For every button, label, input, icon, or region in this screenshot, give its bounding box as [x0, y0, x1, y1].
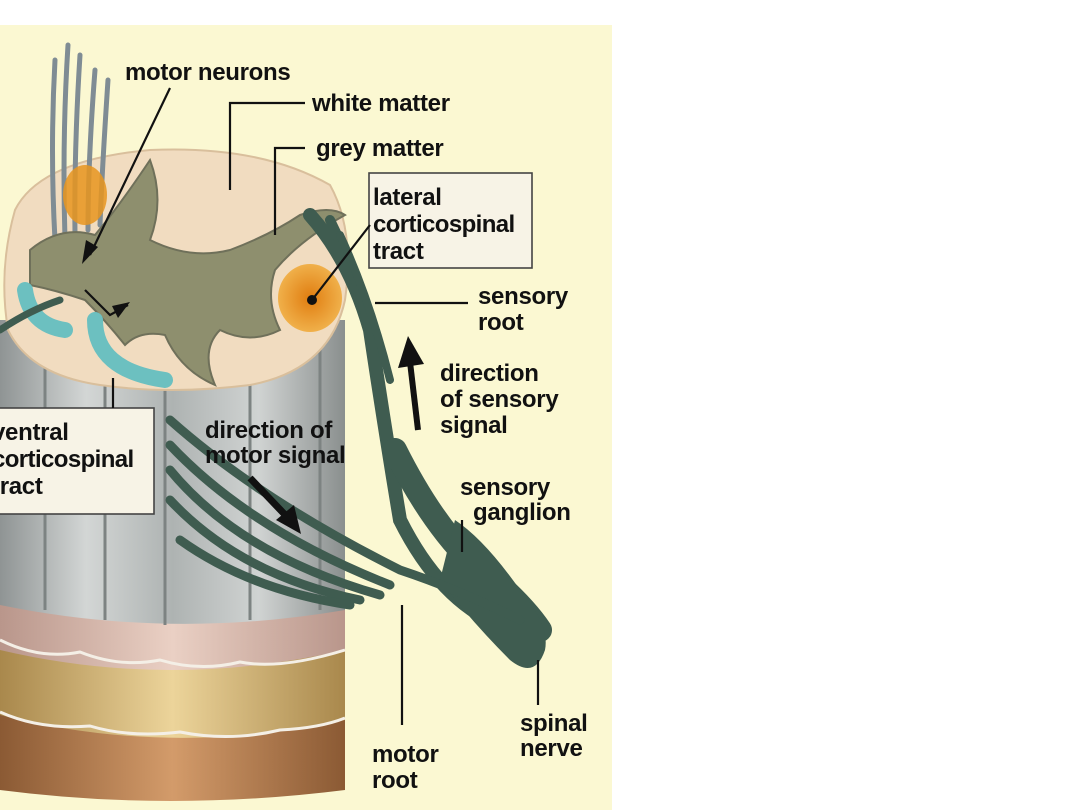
- label-direction-motor-line-1: direction of: [205, 417, 333, 444]
- direction-arrows: [247, 336, 424, 534]
- label-sensory-root-line-1: sensory: [478, 283, 569, 310]
- lateral-tract-label-box: [368, 172, 533, 269]
- label-ventral-tract-line-2: corticospinal: [0, 446, 134, 473]
- label-grey-matter: grey matter: [316, 135, 443, 162]
- motor-signal-arrow-icon: [276, 505, 301, 534]
- nerve-roots: [0, 208, 552, 668]
- label-lateral-tract-line-1: lateral: [373, 184, 442, 211]
- ventral-corticospinal-tract-region: [17, 282, 173, 388]
- leader-lines: [82, 87, 540, 725]
- label-sensory-root-line-2: root: [478, 309, 524, 336]
- label-motor-root-line-2: root: [372, 767, 418, 794]
- orange-motor-region: [63, 165, 107, 225]
- label-direction-sensory-line-1: direction: [440, 360, 539, 387]
- label-ventral-tract-line-3: tract: [0, 473, 43, 500]
- label-motor-neurons: motor neurons: [125, 59, 290, 86]
- label-motor-root-line-1: motor: [372, 741, 439, 768]
- label-lateral-tract-line-3: tract: [373, 238, 424, 265]
- label-spinal-nerve-line-2: nerve: [520, 735, 583, 762]
- ventral-tract-label-box: [0, 407, 155, 515]
- label-sensory-ganglion-line-1: sensory: [460, 474, 551, 501]
- label-direction-motor-line-2: motor signal: [205, 442, 345, 469]
- label-ventral-tract-line-1: ventral: [0, 419, 69, 446]
- label-direction-sensory-line-2: of sensory: [440, 386, 559, 413]
- label-spinal-nerve-line-1: spinal: [520, 710, 588, 737]
- label-lateral-tract-line-2: corticospinal: [373, 211, 515, 238]
- label-direction-sensory-line-3: signal: [440, 412, 508, 439]
- sensory-signal-arrow-icon: [398, 336, 424, 368]
- label-white-matter: white matter: [311, 90, 450, 117]
- label-sensory-ganglion-line-2: ganglion: [473, 499, 571, 526]
- grey-matter: [29, 157, 347, 387]
